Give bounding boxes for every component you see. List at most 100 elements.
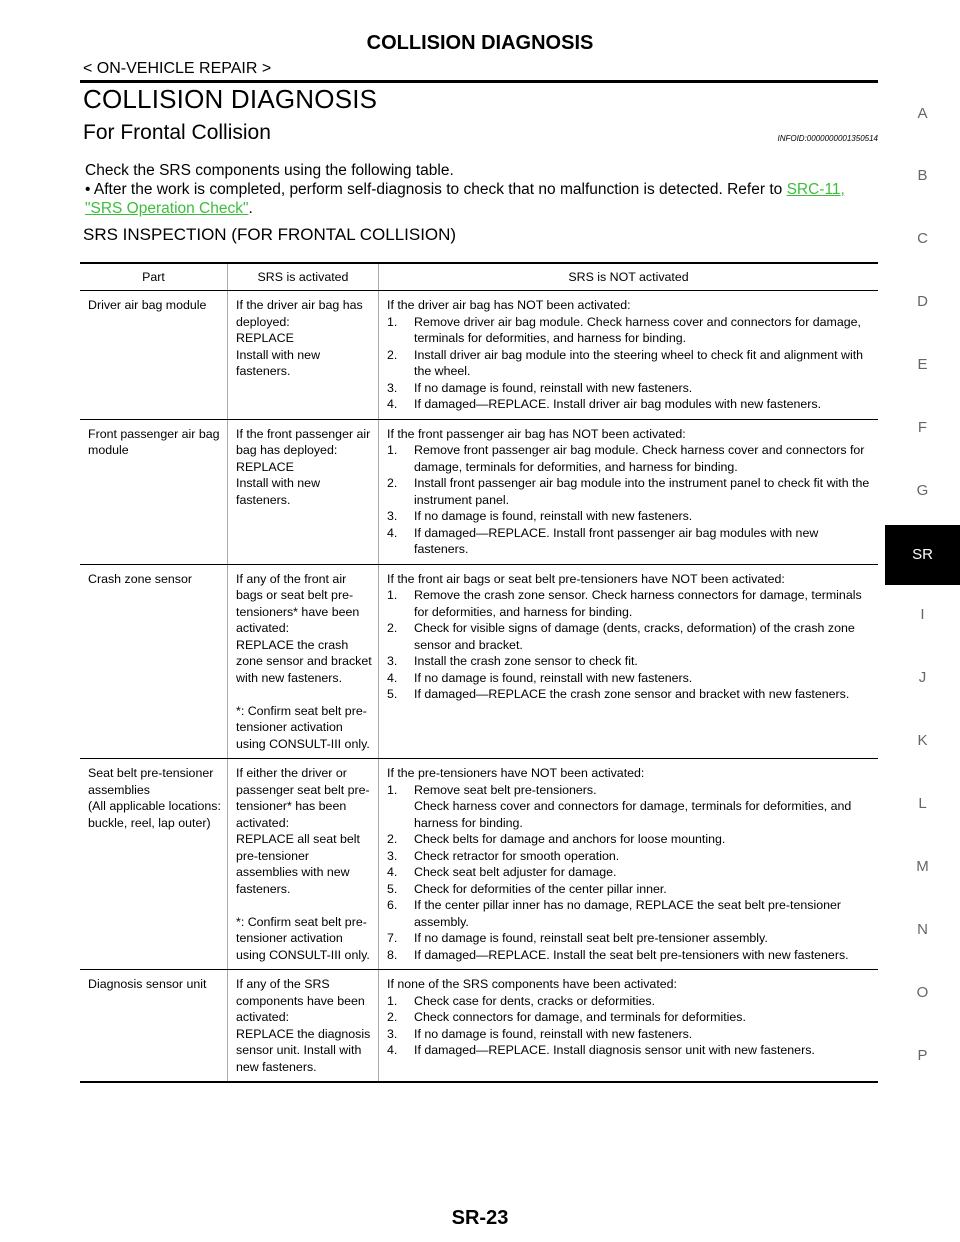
step-number: 2. <box>387 347 398 362</box>
step-item: 1. Remove the crash zone sensor. Check ha… <box>387 587 872 620</box>
step-text: Remove seat belt pre-tensioners. Check h… <box>414 782 852 830</box>
step-number: 6. <box>387 898 398 912</box>
side-nav-item-l[interactable]: L <box>918 795 927 812</box>
side-nav-item-g[interactable]: G <box>916 482 929 499</box>
cell-activated: If any of the front air bags or seat bel… <box>227 564 379 759</box>
step-number: 2. <box>387 832 398 846</box>
step-item: 3. Install the crash zone sensor to check… <box>387 653 872 670</box>
side-nav-item-n[interactable]: N <box>917 921 928 938</box>
table-row: Seat belt pre-tensioner assemblies (All … <box>80 758 878 970</box>
step-number: 4. <box>387 525 398 540</box>
header-not-activated: SRS is NOT activated <box>378 262 878 291</box>
step-text: If damaged—REPLACE. Install front passen… <box>414 525 819 557</box>
step-text: If damaged—REPLACE. Install driver air b… <box>414 397 822 411</box>
cell-not-activated: If the driver air bag has NOT been activ… <box>378 290 878 420</box>
step-number: 1. <box>387 314 398 329</box>
header-activated: SRS is activated <box>227 262 379 291</box>
step-item: 2.Check connectors for damage, and termi… <box>387 1009 872 1026</box>
side-nav-item-k[interactable]: K <box>917 732 928 749</box>
side-nav-item-d[interactable]: D <box>917 293 928 310</box>
info-id: INFOID:0000000001350514 <box>777 134 878 143</box>
step-text: Install the crash zone sensor to check f… <box>414 654 638 668</box>
step-number: 5. <box>387 687 398 701</box>
table-row: Front passenger air bag module If the fro… <box>80 419 878 565</box>
step-list: 1.Remove driver air bag module. Check ha… <box>387 314 872 413</box>
step-text: If no damage is found, reinstall with ne… <box>414 380 693 395</box>
step-number: 4. <box>387 397 398 411</box>
section-title: COLLISION DIAGNOSIS <box>83 84 378 114</box>
cell-activated: If either the driver or passenger seat b… <box>227 758 379 970</box>
step-item: 4. If damaged—REPLACE. Install diagnosis … <box>387 1042 872 1059</box>
cell-part: Crash zone sensor <box>80 564 228 759</box>
page-header-title: COLLISION DIAGNOSIS <box>366 32 594 54</box>
reference-link[interactable]: SRC-11, "SRS Operation Check" <box>85 181 845 217</box>
step-item: 4.Check seat belt adjuster for damage. <box>387 864 872 881</box>
step-item: 1. Check case for dents, cracks or deform… <box>387 993 872 1010</box>
step-item: 2.Check for visible signs of damage (den… <box>387 620 872 653</box>
step-item: 3. If no damage is found, reinstall with … <box>387 380 872 397</box>
cell-activated: If any of the SRS components have been a… <box>227 969 379 1083</box>
step-text: If no damage is found, reinstall with ne… <box>414 509 693 523</box>
step-number: 1. <box>387 993 398 1008</box>
bullet-end: . <box>248 200 253 217</box>
srs-inspection-table: Part SRS is activated SRS is NOT activat… <box>80 262 878 1083</box>
step-item: 3. If no damage is found, reinstall with … <box>387 508 872 525</box>
step-list: 1.Remove front passenger air bag module.… <box>387 442 872 558</box>
step-number: 3. <box>387 509 398 523</box>
step-number: 3. <box>387 380 398 395</box>
header-part: Part <box>80 262 228 291</box>
step-number: 1. <box>387 782 398 797</box>
cell-part: Front passenger air bag module <box>80 419 228 565</box>
step-text: If damaged—REPLACE. Install diagnosis se… <box>414 1043 815 1057</box>
step-item: 4. If damaged—REPLACE. Install front pass… <box>387 525 872 558</box>
not-activated-intro: If the front air bags or seat belt pre-t… <box>387 571 785 586</box>
side-nav-item-e[interactable]: E <box>917 356 928 373</box>
not-activated-intro: If the pre-tensioners have NOT been acti… <box>387 766 645 780</box>
cell-not-activated: If the front air bags or seat belt pre-t… <box>378 564 878 759</box>
step-item: 2. Install front passenger air bag module… <box>387 475 872 508</box>
side-nav-item-sr[interactable]: SR <box>885 525 960 585</box>
side-nav-item-f[interactable]: F <box>917 419 928 436</box>
step-text: If no damage is found, reinstall with ne… <box>414 1026 693 1041</box>
side-nav-item-i[interactable]: I <box>920 606 925 623</box>
step-text: Install front passenger air bag module i… <box>414 476 870 507</box>
step-item: 7.If no damage is found, reinstall seat … <box>387 930 872 947</box>
not-activated-intro: If the front passenger air bag has NOT b… <box>387 426 686 441</box>
step-list: 1. Remove seat belt pre-tensioners. Check… <box>387 782 872 964</box>
step-text: Check case for dents, cracks or deformit… <box>414 993 656 1008</box>
page-header-subtitle: < ON-VEHICLE REPAIR > <box>83 60 272 77</box>
step-item: 8.If damaged—REPLACE. Install the seat b… <box>387 947 872 964</box>
side-nav-item-m[interactable]: M <box>916 858 929 875</box>
step-item: 2.Install driver air bag module into the… <box>387 347 872 380</box>
step-number: 1. <box>387 443 398 457</box>
side-nav-item-b[interactable]: B <box>917 167 928 184</box>
header-divider <box>80 80 878 83</box>
step-text: Remove the crash zone sensor. Check harn… <box>414 588 862 619</box>
step-number: 1. <box>387 588 398 602</box>
not-activated-intro: If the driver air bag has NOT been activ… <box>387 298 631 312</box>
step-text: Check seat belt adjuster for damage. <box>414 865 617 879</box>
step-number: 2. <box>387 476 398 490</box>
step-text: Check for deformities of the center pill… <box>414 881 667 896</box>
step-item: 2.Check belts for damage and anchors for… <box>387 831 872 848</box>
step-number: 2. <box>387 1010 398 1024</box>
step-number: 7. <box>387 931 398 945</box>
side-nav-item-a[interactable]: A <box>917 105 928 122</box>
side-nav-item-c[interactable]: C <box>917 230 928 247</box>
step-item: 3. If no damage is found, reinstall with … <box>387 1026 872 1043</box>
step-item: 3.Check retractor for smooth operation. <box>387 848 872 865</box>
step-number: 3. <box>387 654 398 668</box>
side-nav-item-j[interactable]: J <box>918 669 927 686</box>
step-number: 4. <box>387 1043 398 1057</box>
side-nav-item-p[interactable]: P <box>917 1047 928 1064</box>
step-number: 4. <box>387 670 398 685</box>
side-nav-item-o[interactable]: O <box>916 984 929 1001</box>
step-text: If no damage is found, reinstall with ne… <box>414 670 693 685</box>
step-text: If damaged—REPLACE. Install the seat bel… <box>414 947 849 962</box>
step-text: If damaged—REPLACE the crash zone sensor… <box>414 687 850 701</box>
step-text: Check retractor for smooth operation. <box>414 848 620 863</box>
step-number: 3. <box>387 1026 398 1041</box>
